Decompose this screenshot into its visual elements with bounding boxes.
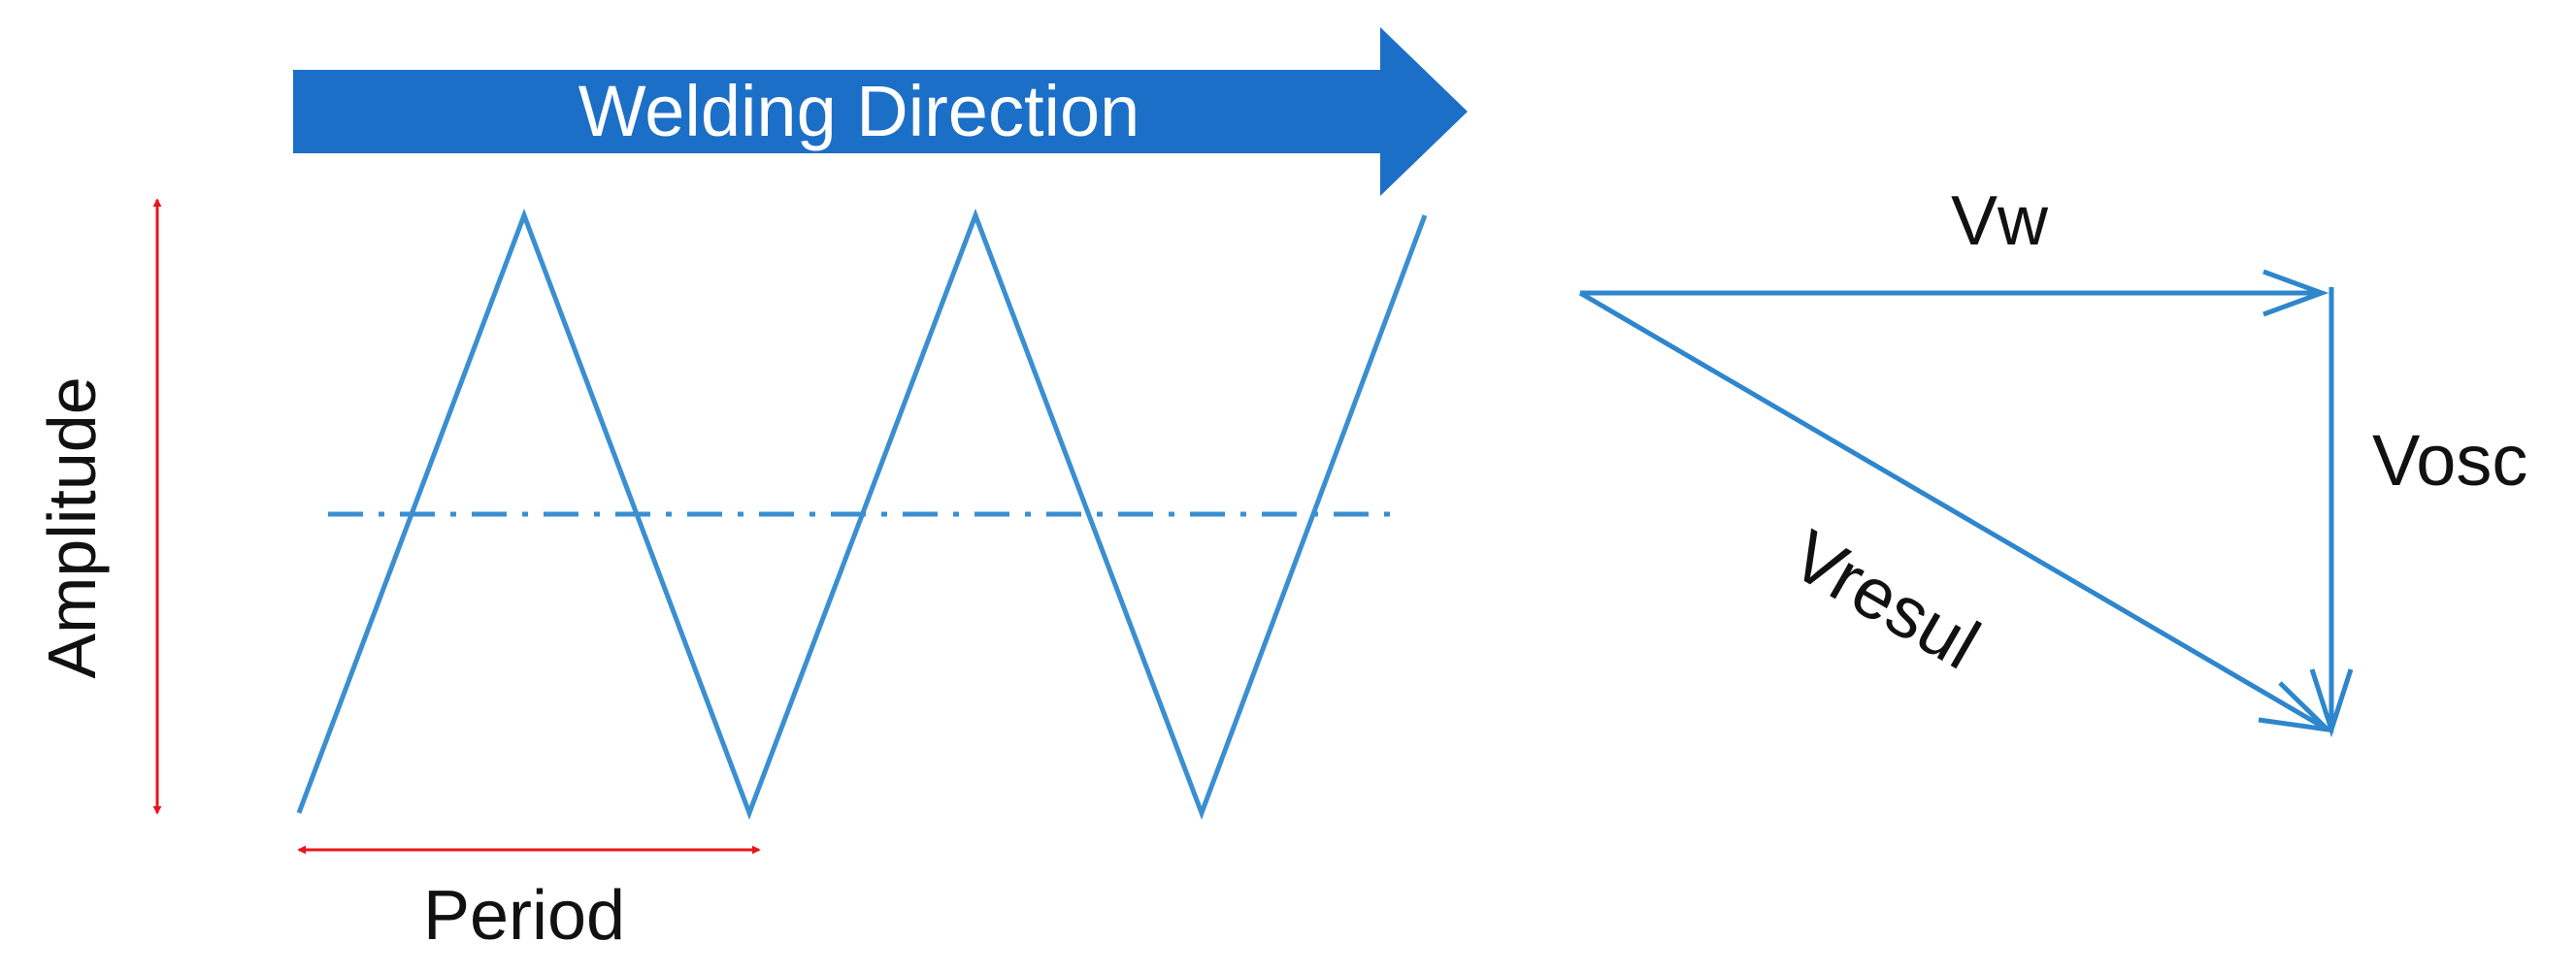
vw-label: Vw [1951,182,2049,260]
vresul-label: Vresul [1778,514,1993,684]
amplitude-label: Amplitude [34,376,110,678]
vosc-arrowhead [2309,668,2354,738]
welding-direction-label: Welding Direction [578,71,1140,151]
vw-arrowhead [2262,269,2329,317]
vresul-arrowhead [2258,681,2335,733]
period-dimension: Period [297,845,761,955]
period-label: Period [423,877,625,955]
vresul-vector [1578,290,2329,732]
amplitude-dimension: Amplitude [34,198,162,815]
welding-direction-arrow-shape [293,27,1468,196]
vosc-label: Vosc [2372,420,2527,501]
welding-direction-arrow: Welding Direction [293,27,1468,196]
velocity-vector-triangle: Vw Vosc Vresul [1578,182,2527,738]
